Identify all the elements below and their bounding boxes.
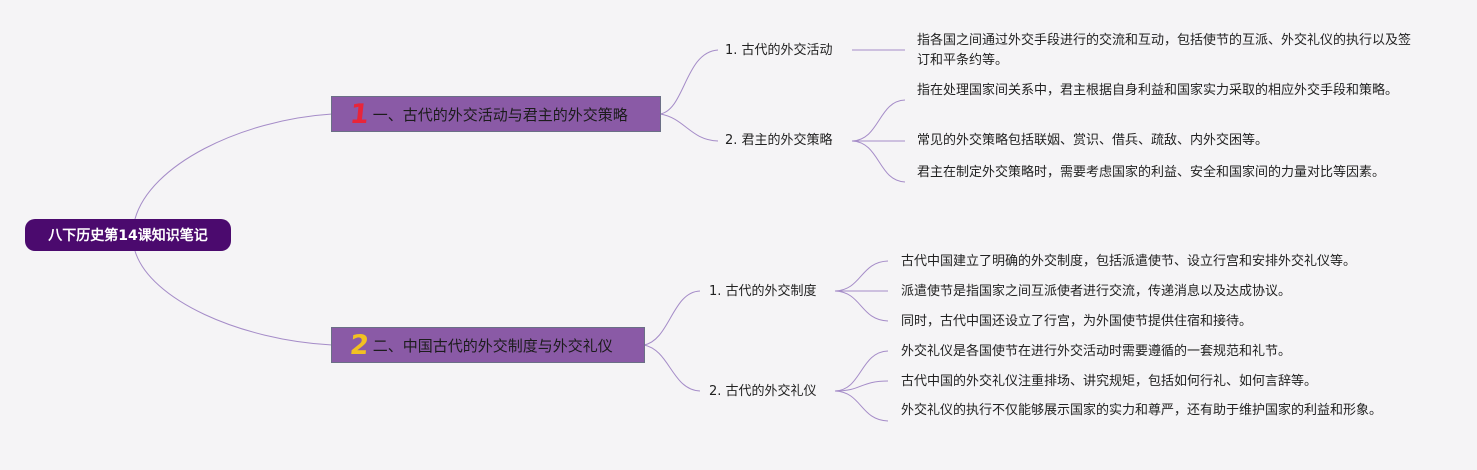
subtopic-1-2[interactable]: 2. 君主的外交策略 [725, 132, 833, 150]
branch-node-1[interactable]: 1 一、古代的外交活动与君主的外交策略 [331, 96, 661, 132]
subtopic-1-1[interactable]: 1. 古代的外交活动 [725, 42, 833, 60]
connector-b2s2-leaf1 [834, 350, 889, 392]
leaf-text: 君主在制定外交策略时，需要考虑国家的利益、安全和国家间的力量对比等因素。 [917, 165, 1386, 180]
leaf-2-2-2[interactable]: 古代中国的外交礼仪注重排场、讲究规矩，包括如何行礼、如何言辞等。 [901, 372, 1401, 392]
leaf-2-2-1[interactable]: 外交礼仪是各国使节在进行外交活动时需要遵循的一套规范和礼节。 [901, 342, 1401, 362]
leaf-1-2-1[interactable]: 指在处理国家间关系中，君主根据自身利益和国家实力采取的相应外交手段和策略。 [917, 81, 1412, 101]
leaf-2-1-2[interactable]: 派遣使节是指国家之间互派使者进行交流，传递消息以及达成协议。 [901, 282, 1401, 302]
subtopic-title: 1. 古代的外交活动 [725, 43, 833, 58]
connector-branch1-sub1 [659, 49, 719, 115]
leaf-text: 同时，古代中国还设立了行宫，为外国使节提供住宿和接待。 [901, 314, 1253, 329]
leaf-text: 古代中国建立了明确的外交制度，包括派遣使节、设立行宫和安排外交礼仪等。 [901, 254, 1357, 269]
connector-b1s2-leaf1 [851, 99, 906, 142]
connector-b2s1-leaf1 [834, 260, 889, 292]
leaf-2-1-3[interactable]: 同时，古代中国还设立了行宫，为外国使节提供住宿和接待。 [901, 312, 1401, 332]
leaf-text: 外交礼仪的执行不仅能够展示国家的实力和尊严，还有助于维护国家的利益和形象。 [901, 403, 1383, 418]
leaf-text: 古代中国的外交礼仪注重排场、讲究规矩，包括如何行礼、如何言辞等。 [901, 374, 1318, 389]
connector-b2s2-leaf3 [834, 390, 889, 422]
connector-b1s2-leaf3 [851, 140, 906, 183]
leaf-1-2-2[interactable]: 常见的外交策略包括联姻、赏识、借兵、疏敌、内外交困等。 [917, 131, 1412, 151]
leaf-text: 派遣使节是指国家之间互派使者进行交流，传递消息以及达成协议。 [901, 284, 1292, 299]
leaf-text: 指各国之间通过外交手段进行的交流和互动，包括使节的互派、外交礼仪的执行以及签订和… [917, 33, 1412, 68]
subtopic-title: 2. 古代的外交礼仪 [709, 384, 817, 399]
branch-node-2[interactable]: 2 二、中国古代的外交制度与外交礼仪 [331, 327, 645, 363]
subtopic-2-1[interactable]: 1. 古代的外交制度 [709, 283, 817, 301]
connector-branch2-sub2 [643, 344, 701, 392]
leaf-1-1-1[interactable]: 指各国之间通过外交手段进行的交流和互动，包括使节的互派、外交礼仪的执行以及签订和… [917, 31, 1412, 71]
root-node[interactable]: 八下历史第14课知识笔记 [25, 219, 231, 251]
leaf-2-1-1[interactable]: 古代中国建立了明确的外交制度，包括派遣使节、设立行宫和安排外交礼仪等。 [901, 252, 1401, 272]
branch-title-2: 二、中国古代的外交制度与外交礼仪 [372, 336, 613, 355]
leaf-text: 常见的外交策略包括联姻、赏识、借兵、疏敌、内外交困等。 [917, 133, 1269, 148]
subtopic-title: 2. 君主的外交策略 [725, 133, 833, 148]
leaf-text: 外交礼仪是各国使节在进行外交活动时需要遵循的一套规范和礼节。 [901, 344, 1292, 359]
branch-title-1: 一、古代的外交活动与君主的外交策略 [372, 105, 628, 124]
subtopic-title: 1. 古代的外交制度 [709, 284, 817, 299]
leaf-1-2-3[interactable]: 君主在制定外交策略时，需要考虑国家的利益、安全和国家间的力量对比等因素。 [917, 163, 1412, 183]
root-label: 八下历史第14课知识笔记 [48, 228, 208, 244]
branch-number-2: 2 [348, 329, 371, 361]
leaf-2-2-3[interactable]: 外交礼仪的执行不仅能够展示国家的实力和尊严，还有助于维护国家的利益和形象。 [901, 401, 1401, 421]
connector-branch2-sub1 [643, 290, 701, 346]
connector-root-branch-2 [134, 250, 333, 346]
leaf-text: 指在处理国家间关系中，君主根据自身利益和国家实力采取的相应外交手段和策略。 [917, 83, 1399, 98]
connector-b2s2-leaf2 [834, 380, 889, 392]
connector-root-branch-1 [134, 113, 333, 220]
subtopic-2-2[interactable]: 2. 古代的外交礼仪 [709, 383, 817, 401]
connector-b2s1-leaf3 [834, 290, 889, 322]
branch-number-1: 1 [348, 98, 371, 130]
connector-branch1-sub2 [659, 113, 719, 142]
